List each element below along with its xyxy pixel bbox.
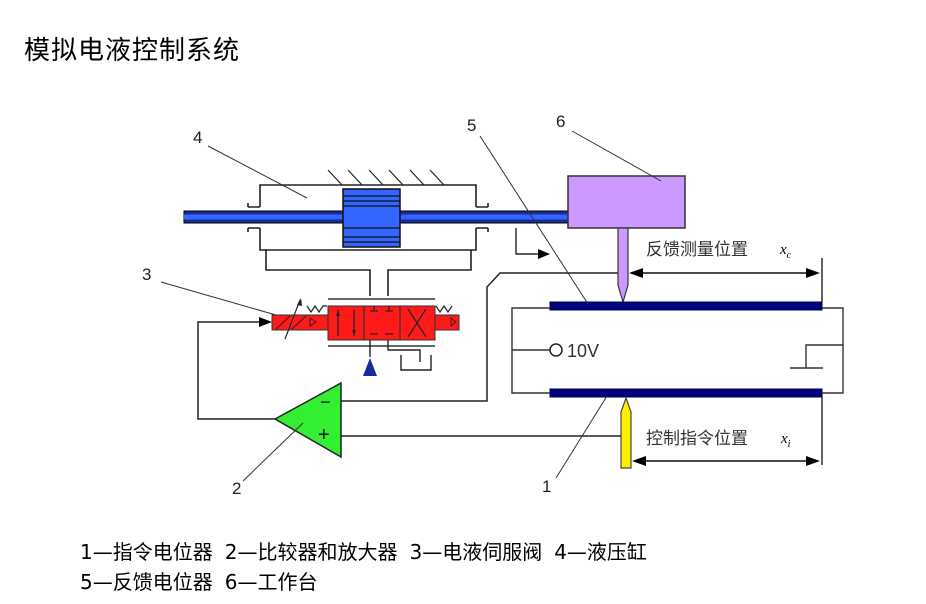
command-position-label: 控制指令位置 — [646, 429, 748, 449]
legend-item-worktable: 6—工作台 — [224, 570, 318, 594]
feedback-position-label: 反馈测量位置 — [646, 240, 748, 260]
worktable — [567, 175, 686, 229]
voltage-label: 10V — [567, 341, 599, 361]
motion-direction-arrow — [515, 228, 550, 259]
callout-6: 6 — [556, 112, 565, 131]
legend-item-comparator-amplifier: 2—比较器和放大器 — [224, 540, 398, 564]
legend-item-command-potentiometer: 1—指令电位器 — [80, 540, 213, 564]
callout-2: 2 — [232, 479, 241, 498]
piston — [342, 188, 401, 248]
valve-input-arrow — [259, 317, 272, 327]
feedback-dimension — [629, 258, 823, 302]
hydraulic-cylinder — [247, 169, 489, 296]
legend-item-servo-valve: 3—电液伺服阀 — [409, 540, 543, 564]
supply-return-lines — [369, 340, 432, 371]
callout-4: 4 — [193, 128, 202, 147]
legend-item-feedback-potentiometer: 5—反馈电位器 — [80, 570, 213, 594]
command-wiper — [620, 396, 632, 469]
comparator-minus-sign: − — [320, 392, 331, 412]
page-title: 模拟电液控制系统 — [24, 36, 241, 66]
legend-line-1: 1—指令电位器 2—比较器和放大器 3—电液伺服阀 4—液压缸 — [80, 536, 647, 565]
feedback-wiper — [617, 227, 629, 305]
comparator-plus-sign: + — [318, 424, 330, 446]
servo-valve — [271, 298, 460, 347]
callout-5: 5 — [467, 116, 476, 135]
feedback-potentiometer — [549, 301, 823, 311]
legend-line-2: 5—反馈电位器 6—工作台 — [80, 566, 317, 595]
command-position-symbol: xi — [780, 431, 791, 450]
signal-wires — [197, 272, 621, 437]
ground-hatch — [327, 169, 445, 186]
callout-leaders — [160, 130, 662, 482]
pressure-source-icon — [363, 358, 377, 376]
feedback-position-symbol: xc — [779, 242, 792, 261]
legend-item-hydraulic-cylinder: 4—液压缸 — [554, 540, 647, 564]
command-dimension — [632, 397, 823, 466]
bridge-circuit — [511, 307, 844, 394]
command-potentiometer — [549, 388, 823, 398]
callout-3: 3 — [142, 265, 151, 284]
callout-1: 1 — [542, 477, 551, 496]
comparator-amplifier — [273, 381, 342, 459]
voltage-source-terminal — [549, 343, 563, 357]
